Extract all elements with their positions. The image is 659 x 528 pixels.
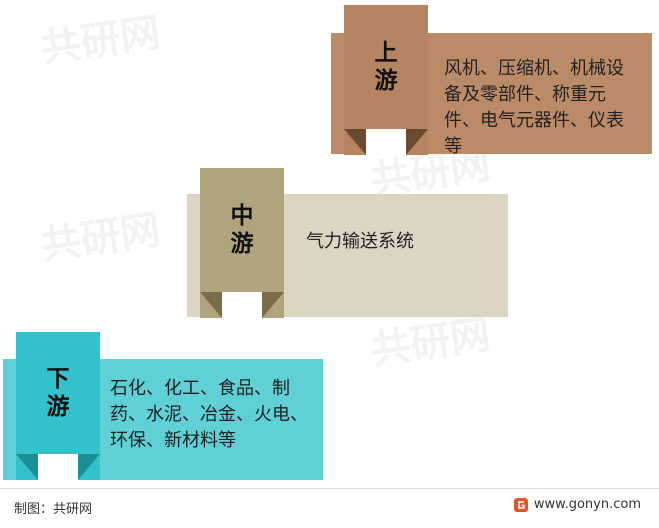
upstream-notch <box>344 129 428 155</box>
footer-site: www.gonyn.com <box>513 497 641 512</box>
midstream-description: 气力输送系统 <box>306 231 414 252</box>
footer-site-url[interactable]: www.gonyn.com <box>533 497 641 512</box>
upstream-label: 上游 <box>374 40 398 94</box>
watermark: 共研网 <box>37 9 164 73</box>
gonyn-logo-icon <box>513 497 528 512</box>
footer-source: 制图：共研网 <box>14 502 93 517</box>
watermark: 共研网 <box>37 206 164 270</box>
downstream-description: 石化、化工、食品、制药、水泥、冶金、火电、环保、新材料等 <box>110 378 308 451</box>
midstream-label: 中游 <box>230 203 254 257</box>
midstream-notch <box>200 292 284 318</box>
footer-divider <box>0 488 659 489</box>
downstream-notch <box>16 454 100 480</box>
downstream-label: 下游 <box>46 366 70 420</box>
upstream-description: 风机、压缩机、机械设备及零部件、称重元件、电气元器件、仪表等 <box>444 58 624 157</box>
